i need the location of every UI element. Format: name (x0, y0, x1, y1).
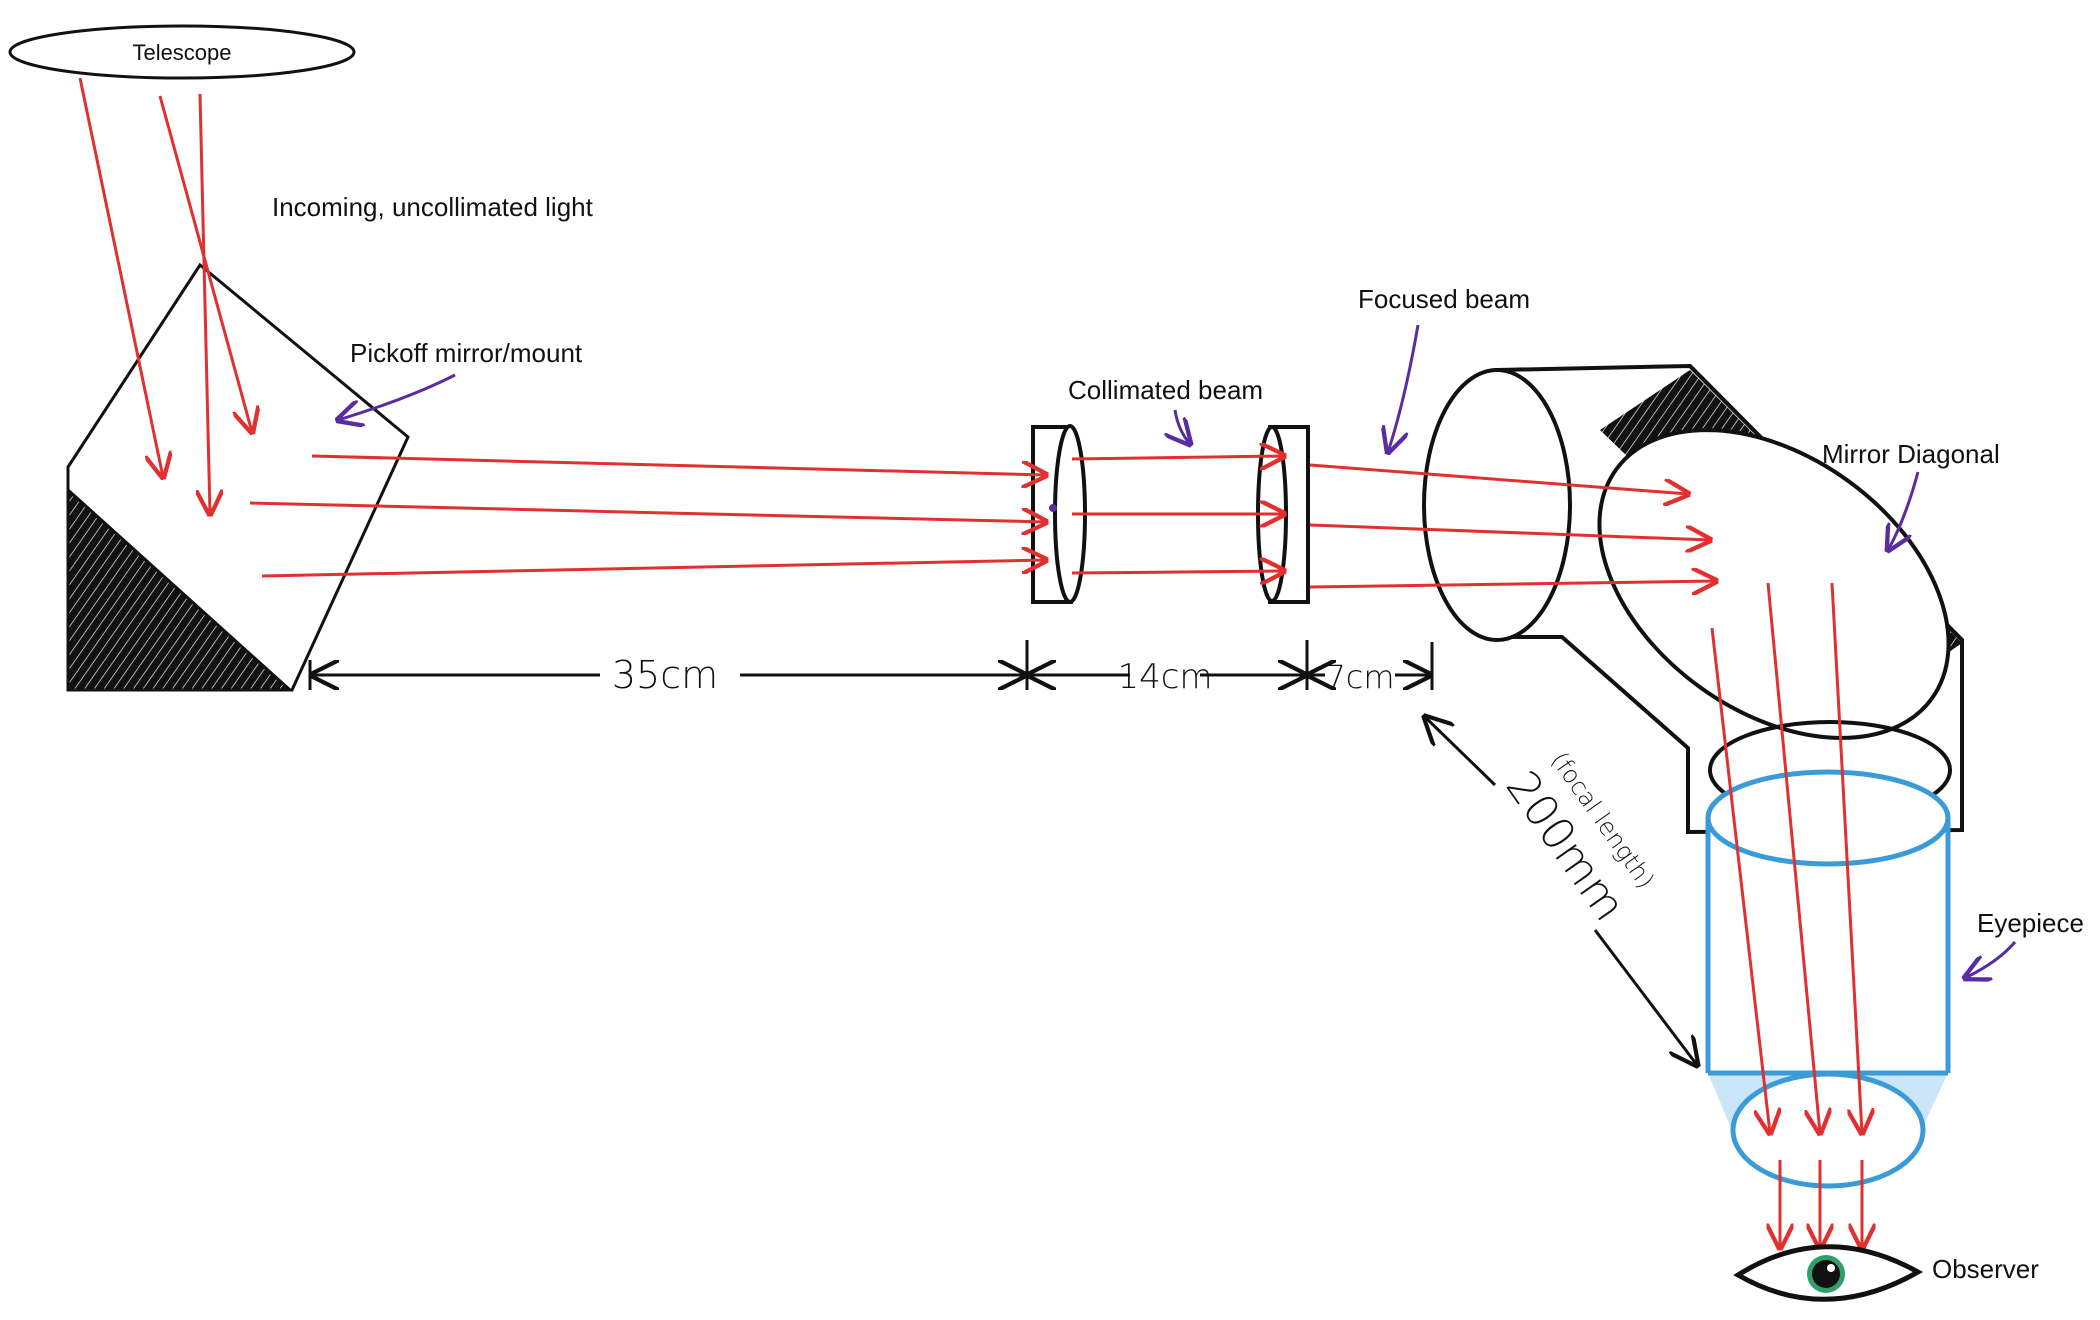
observer-label: Observer (1932, 1254, 2039, 1284)
telescope-label: Telescope (132, 40, 231, 65)
collimated-pointer (1175, 409, 1190, 444)
incoming-ray-1 (78, 77, 163, 477)
dimension-7cm: 7cm (1325, 658, 1394, 696)
pickoff-mirror-mount (66, 262, 410, 692)
pickoff-mirror-label: Pickoff mirror/mount (350, 338, 583, 368)
mirror-diagonal-label: Mirror Diagonal (1822, 439, 2000, 469)
eyepiece (1705, 720, 1952, 1189)
eyepiece-label: Eyepiece (1977, 908, 2084, 938)
incoming-rays (78, 77, 252, 514)
collimated-beam-label: Collimated beam (1068, 375, 1263, 405)
incoming-ray-3 (158, 95, 252, 432)
focused-pointer (1388, 324, 1420, 452)
dimension-35cm: 35cm (612, 653, 718, 697)
focal-length-annotation: (focal length) 200mm (1496, 747, 1660, 931)
collimated-rays-left (249, 454, 1046, 578)
telescope: Telescope (8, 24, 356, 80)
mirror-diagonal-body (1422, 363, 1964, 835)
collimated-rays-mid (1071, 456, 1284, 573)
dimension-lines (308, 640, 1697, 1065)
incoming-ray-2 (200, 93, 210, 514)
eyepiece-pointer (1965, 941, 2017, 978)
mirror-diagonal-pointer (1888, 471, 1920, 550)
focused-beam-label: Focused beam (1358, 284, 1530, 314)
collimated-ray-2 (249, 501, 1046, 522)
observer-eye-icon (1733, 1244, 1924, 1302)
annotation-arrows (338, 324, 2017, 978)
eyepiece-rays (1710, 582, 1862, 1248)
pickoff-mirror-hatched (66, 486, 294, 692)
collimated-ray-1 (311, 454, 1046, 475)
dimension-14cm: 14cm (1117, 657, 1212, 697)
focused-rays (1309, 463, 1716, 587)
pickoff-pointer (338, 373, 456, 420)
collimated-ray-3 (261, 560, 1046, 578)
incoming-light-label: Incoming, uncollimated light (272, 192, 594, 222)
